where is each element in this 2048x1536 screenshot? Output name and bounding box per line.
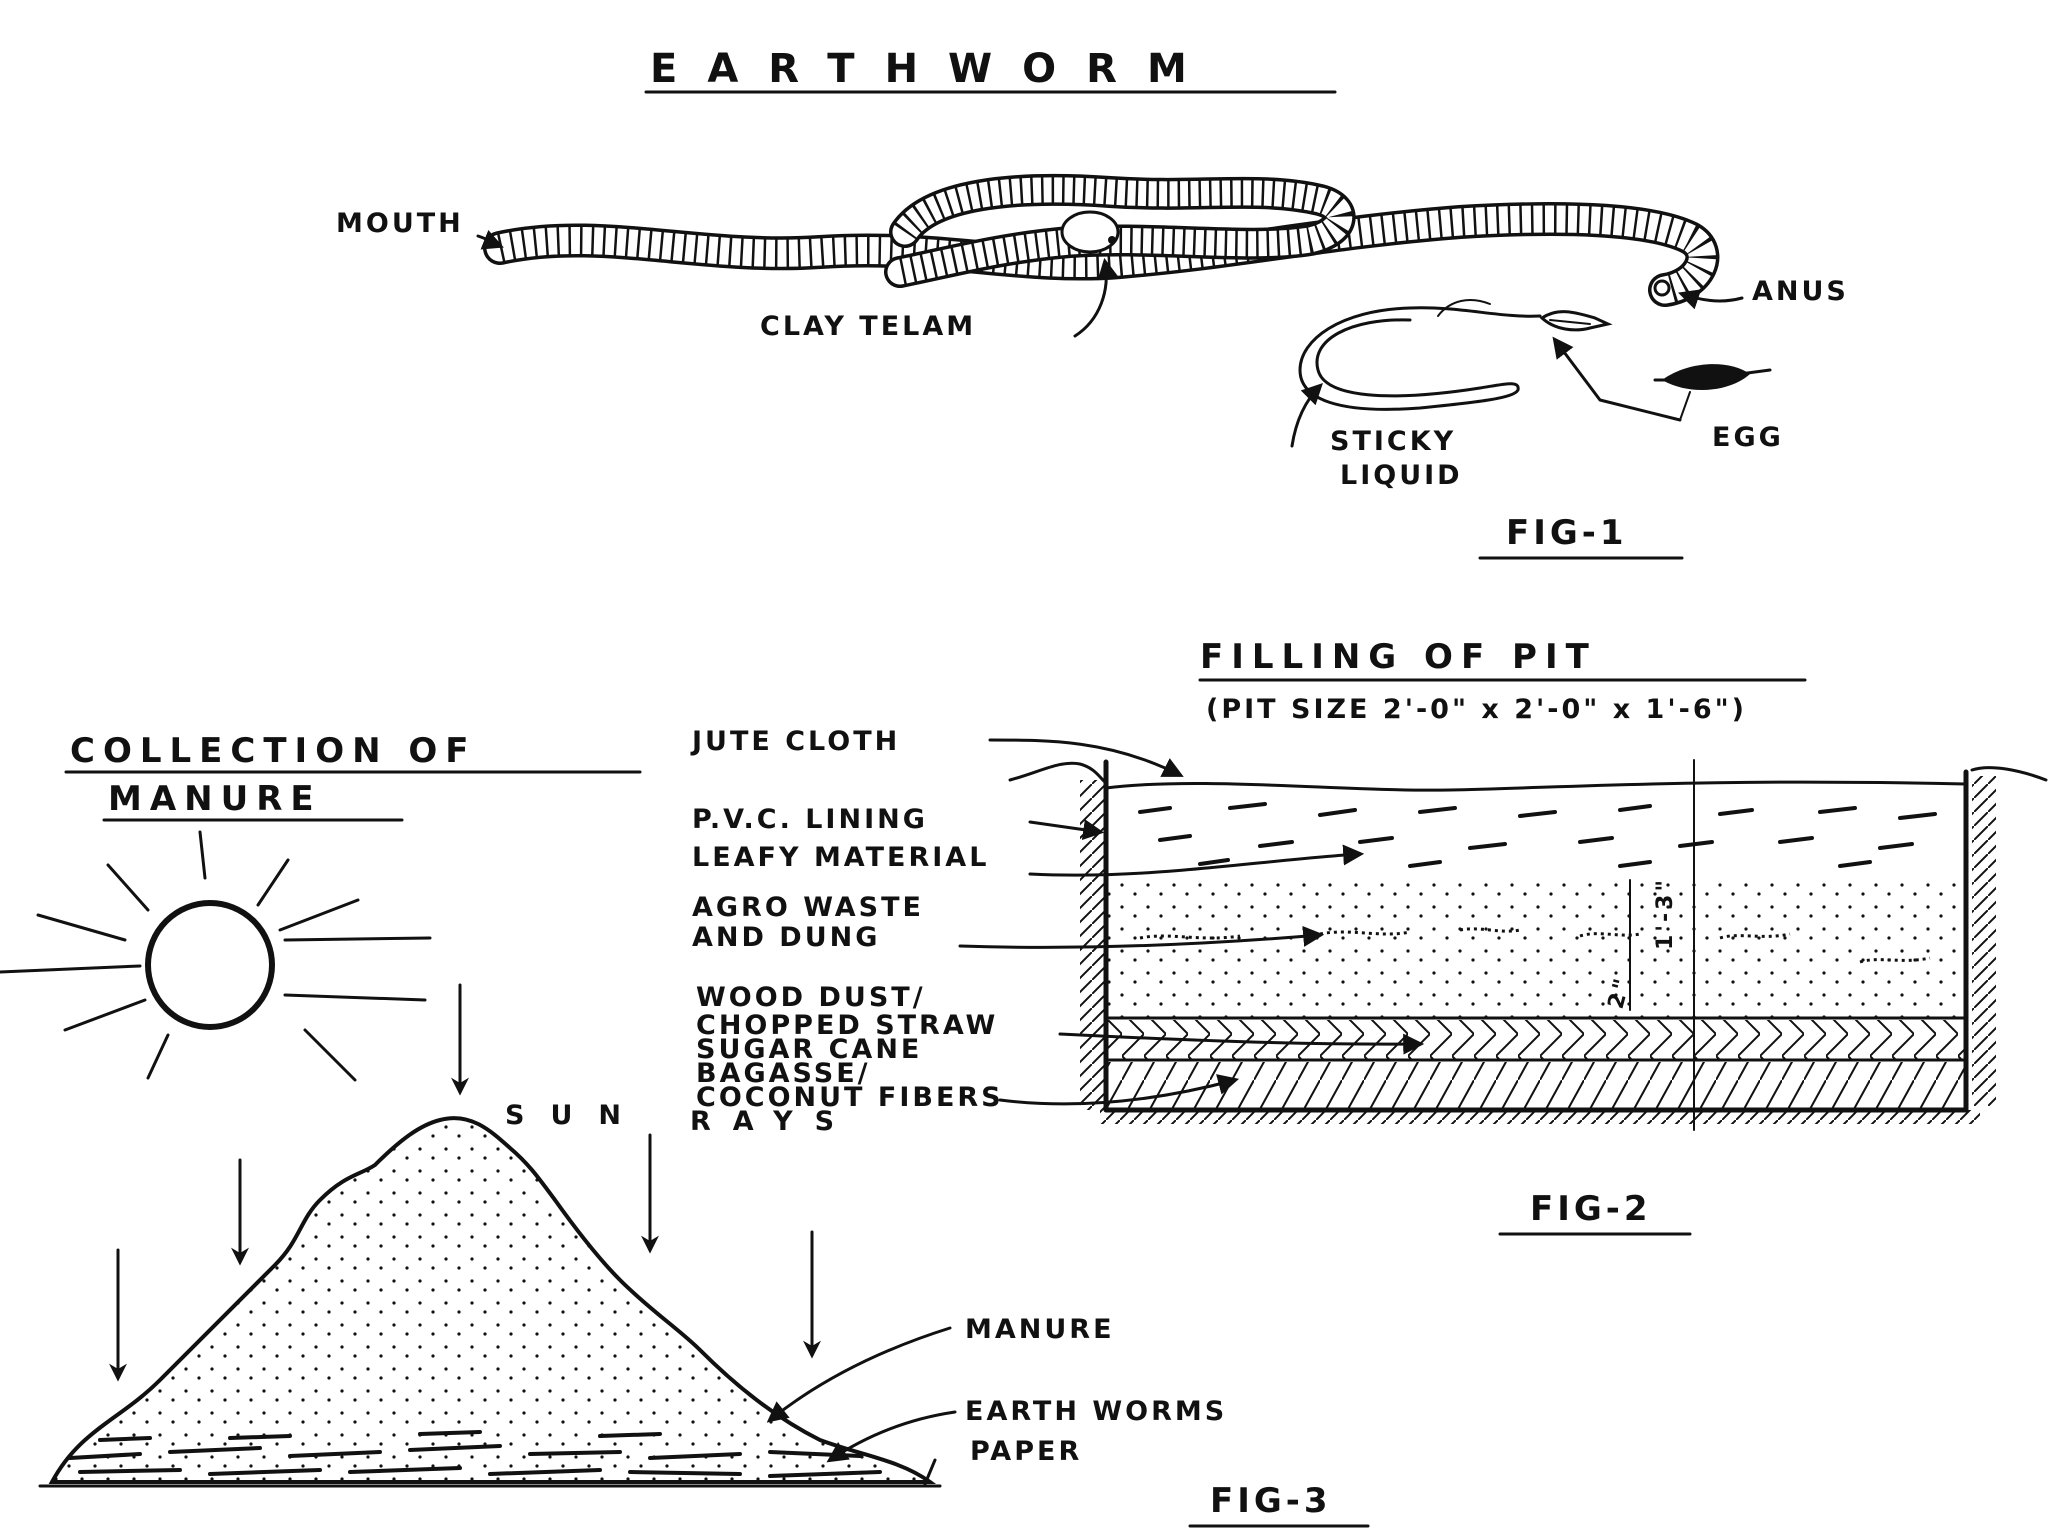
paper-label: PAPER [970,1436,1082,1467]
fig2-subtitle: (PIT SIZE 2'-0" x 2'-0" x 1'-6") [1206,694,1747,725]
sticky-liquid-shape [1298,306,1542,411]
fig2-pit: FILLING OF PIT (PIT SIZE 2'-0" x 2'-0" x… [690,637,2048,1236]
agro-waste-arrow [958,925,1325,949]
manure-heap [48,1116,937,1484]
jute-cloth-label: JUTE CLOTH [690,726,900,757]
coconut-fiber-layer [1106,1062,1966,1108]
manure-label: MANURE [965,1314,1115,1345]
claytelam-label: CLAY TELAM [760,311,976,342]
agro-waste-layer [1106,878,1966,1018]
manure-arrow [766,1326,952,1423]
pvc-lining-arrow [1028,819,1105,841]
cocoon [1298,299,1613,411]
agro-waste-label-line2: AND DUNG [692,922,880,953]
agro-waste-label-line1: AGRO WASTE [692,892,924,923]
sticky-liquid-label-line2: LIQUID [1340,460,1463,491]
pvc-lining [1103,759,1969,1113]
wood-dust-layer [1106,1020,1966,1060]
wood-dust-label-line2: CHOPPED STRAW [696,1010,998,1041]
jute-cloth-line [1104,780,1968,792]
sticky-liquid-label-line1: STICKY [1330,426,1456,457]
mouth-arrow [476,230,504,250]
page-title: EARTHWORM [650,46,1217,92]
leafy-material-layer [1138,802,1937,868]
egg-arrow [1552,336,1682,422]
dung-clumps [1139,927,1931,964]
jute-cloth-arrow [988,738,1184,777]
title-group: EARTHWORM [644,46,1337,94]
pit-layers [1104,782,1968,1108]
fig3-title-line1: COLLECTION OF [70,731,477,771]
wood-dust-arrow [1058,1032,1425,1055]
fig2-caption: FIG-2 [1530,1189,1652,1229]
fig1-earthworm: MOUTH CLAY TELAM ANUS STICKY LIQUID EGG … [336,173,1849,560]
anus-arrow [1678,289,1744,310]
leafy-material-arrow [1028,844,1365,877]
egg-label: EGG [1712,422,1784,453]
rays-label: RAYS [690,1106,856,1137]
fig3-manure: COLLECTION OF MANURE [0,731,1370,1528]
sun-ray-arrows [109,983,821,1382]
sun-icon [0,830,432,1082]
worm-body [483,173,1720,307]
fig3-caption: FIG-3 [1210,1481,1332,1521]
earthworm-layer [68,1430,882,1478]
fig2-title: FILLING OF PIT [1200,637,1597,677]
fig3-title-line2: MANURE [108,779,322,819]
wood-dust-label-line1: WOOD DUST/ [696,982,926,1013]
anus-label: ANUS [1752,276,1849,307]
claytelam-arrow [1073,257,1119,338]
earthworms-arrow [826,1410,957,1463]
sun-label: SUN [505,1100,647,1131]
sugar-cane-label-line2: BAGASSE/ [696,1058,871,1089]
earthworms-label: EARTH WORMS [965,1396,1227,1427]
fig1-caption: FIG-1 [1506,513,1628,553]
egg [1653,364,1772,391]
coconut-fibers-label: COCONUT FIBERS [696,1082,1004,1113]
leafy-material-label: LEAFY MATERIAL [692,842,989,873]
sugar-cane-label-line1: SUGAR CANE [696,1034,922,1065]
coconut-fibers-arrow [998,1074,1240,1106]
pvc-lining-label: P.V.C. LINING [692,804,928,835]
sticky-liquid-arrow [1290,383,1323,448]
mouth-label: MOUTH [336,208,464,239]
dimension-label-1: 1'-3" [1653,877,1678,950]
